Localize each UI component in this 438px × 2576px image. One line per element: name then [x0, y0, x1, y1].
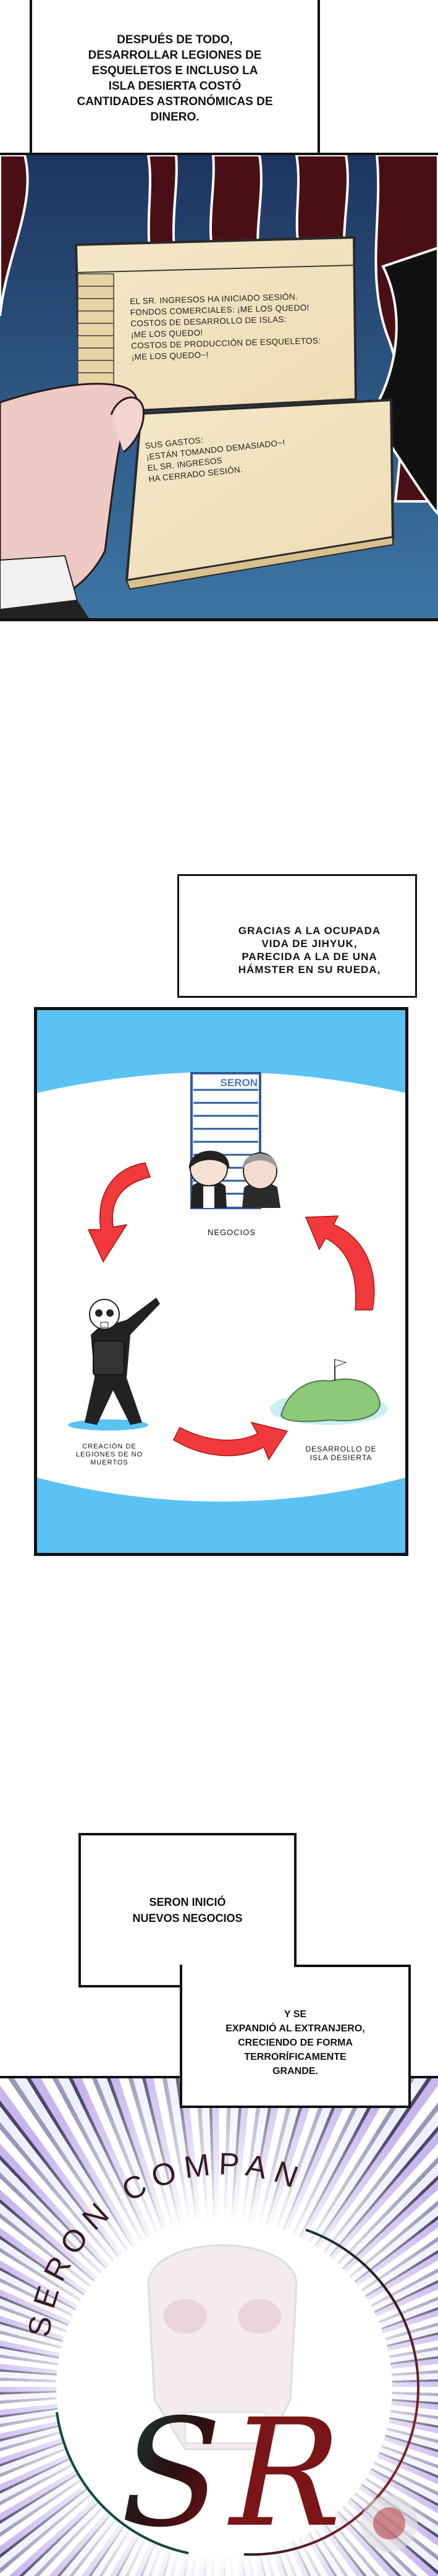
caption-line: CANTIDADES ASTRONÓMICAS DE: [77, 95, 273, 108]
arrow-to-island: [173, 1421, 288, 1461]
skeleton-soldier: [68, 1298, 160, 1430]
stage-label-line: LEGIONES DE NO: [75, 1451, 143, 1458]
thumb: [110, 396, 145, 453]
caption-line: VIDA DE JIHYUK,: [261, 938, 358, 950]
notebook: [74, 236, 395, 590]
arrow-to-business: [305, 1215, 375, 1311]
caption-intro: DESPUÉS DE TODO, DESARROLLAR LEGIONES DE…: [30, 0, 320, 156]
shirt-cuff: [0, 555, 78, 611]
panel-seron-logo: SERON COMPANY S R: [0, 2076, 438, 2576]
panel-notebook: EL SR. INGRESOS HA INICIADO SESIÓN. FOND…: [0, 153, 438, 621]
desert-island: [270, 1359, 387, 1425]
caption-line: GRACIAS A LA OCUPADA: [238, 925, 381, 937]
caption-line: ESQUELETOS E INCLUSO LA: [91, 64, 258, 77]
caption-line: DINERO.: [150, 111, 200, 124]
building-sign: SERON: [221, 1077, 258, 1089]
logo-ring-right: [243, 2229, 420, 2556]
caption-line: Y SE: [284, 2009, 307, 2020]
logo-ring-left: [56, 2412, 189, 2554]
logo-monogram-r: R: [227, 2387, 342, 2560]
caption-expansion-part2: Y SE EXPANDIÓ AL EXTRANJERO, CRECIENDO D…: [180, 1965, 411, 2108]
stage-label-island: DESARROLLO DE ISLA DESIERTA: [305, 1445, 376, 1462]
logo-monogram-s: S: [120, 2387, 222, 2560]
notebook-illustration: [0, 155, 438, 618]
caption-line: EXPANDIÓ AL EXTRANJERO,: [225, 2023, 365, 2034]
suit-sleeve: [0, 600, 90, 618]
caption-line: GRANDE.: [272, 2066, 318, 2077]
caption-line: CRECIENDO DE FORMA: [238, 2038, 353, 2048]
caption-line: HÁMSTER EN SU RUEDA,: [238, 964, 381, 976]
caption-line: DESPUÉS DE TODO,: [117, 33, 233, 46]
caption-line: TERRORÍFICAMENTE: [244, 2052, 347, 2062]
stage-label-line: MUERTOS: [90, 1459, 128, 1466]
caption-expansion-text1: SERON INICIÓ NUEVOS NEGOCIOS: [87, 1894, 288, 1926]
notebook-page-top-text: EL SR. INGRESOS HA INICIADO SESIÓN. FOND…: [130, 291, 321, 363]
caption-line: NUEVOS NEGOCIOS: [132, 1912, 243, 1924]
cycle-arrows: [87, 1162, 375, 1461]
stage-label-line: DESARROLLO DE: [305, 1445, 377, 1453]
caption-hamster-text: GRACIAS A LA OCUPADA VIDA DE JIHYUK, PAR…: [204, 924, 415, 976]
caption-line: PARECIDA A LA DE UNA: [242, 951, 377, 963]
seron-company-logo: SERON COMPANY S R: [0, 2078, 420, 2560]
caption-intro-text: DESPUÉS DE TODO, DESARROLLAR LEGIONES DE…: [32, 32, 318, 125]
caption-line: DESARROLLAR LEGIONES DE: [88, 49, 262, 62]
caption-line: SERON INICIÓ: [149, 1896, 226, 1908]
caption-hamster: GRACIAS A LA OCUPADA VIDA DE JIHYUK, PAR…: [177, 874, 417, 998]
stage-label-line: ISLA DESIERTA: [310, 1453, 373, 1462]
stage-label-line: NEGOCIOS: [207, 1228, 256, 1237]
cycle-illustration: SERON: [37, 1072, 405, 1502]
skull-emblem: [147, 2244, 298, 2451]
stage-label-business: NEGOCIOS: [208, 1228, 256, 1237]
arrow-to-legions: [87, 1162, 151, 1263]
caption-expansion-text2: Y SE EXPANDIÓ AL EXTRANJERO, CRECIENDO D…: [182, 2007, 408, 2078]
stage-label-legions: CREACIÓN DE LEGIONES DE NO MUERTOS: [76, 1443, 143, 1467]
caption-seam: [182, 1960, 294, 1991]
stage-label-line: CREACIÓN DE: [82, 1443, 137, 1450]
caption-line: ISLA DESIERTA COSTÓ: [108, 80, 242, 93]
panel-cycle-diagram: SERON: [34, 1007, 408, 1556]
business-characters: [188, 1150, 280, 1208]
